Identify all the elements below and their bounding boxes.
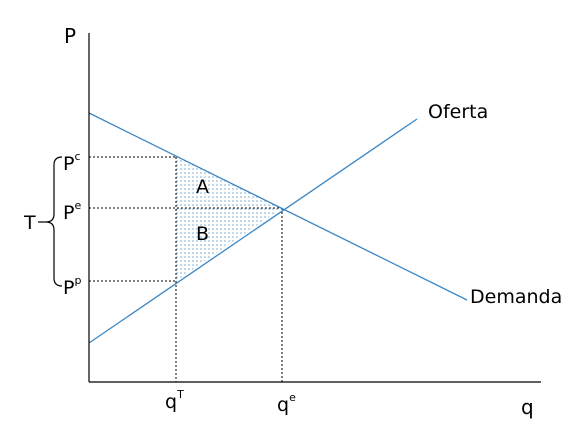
producer-price-label: Pp bbox=[63, 274, 81, 299]
tax-bracket bbox=[45, 156, 63, 287]
area-a-label: A bbox=[196, 176, 209, 198]
supply-label: Oferta bbox=[428, 101, 488, 123]
tax-label: T bbox=[23, 212, 36, 234]
area-b-label: B bbox=[196, 223, 209, 245]
equilibrium-price-label: Pe bbox=[63, 199, 81, 224]
demand-curve bbox=[88, 112, 468, 301]
consumer-price-label: Pc bbox=[63, 150, 81, 175]
deadweight-loss-area bbox=[176, 157, 282, 281]
x-axis-label: q bbox=[521, 395, 534, 419]
demand-label: Demanda bbox=[470, 286, 562, 308]
tax-quantity-label: qT bbox=[165, 388, 184, 413]
guide-lines bbox=[89, 156, 283, 382]
supply-curve bbox=[88, 118, 418, 344]
y-axis-label: P bbox=[64, 24, 76, 48]
equilibrium-quantity-label: qe bbox=[277, 391, 296, 416]
